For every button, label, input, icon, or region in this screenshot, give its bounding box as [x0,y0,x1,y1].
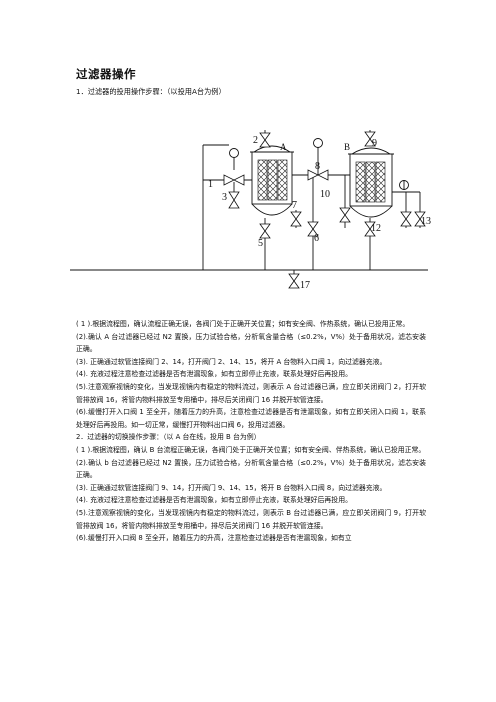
step-a-5: (5).注意观察视镜的变化，当发现视镜内有稳定的物料流过，则表示 A 台过滤器已… [76,382,426,404]
valve-label-8: 8 [315,161,320,172]
valve-1 [223,174,245,186]
filter-b-label: B [344,142,350,152]
step-a-4: (4). 充液过程注意检查过滤器是否有泄漏现象，如有立即停止充液，联系处理好后再… [76,370,352,379]
valve-12 [364,221,376,237]
filter-flow-diagram: 1 2 3 5 6 7 8 9 10 12 13 17 A B [70,130,431,291]
valve-label-3: 3 [222,192,227,203]
step-b-4: (4). 充液过程注意检查过滤器是否有泄漏现象，如有立即停止充液，联系处理好后再… [76,496,352,505]
valve-label-10: 10 [320,189,330,200]
valve-10 [339,207,351,223]
valve-label-5: 5 [258,238,263,249]
valve-label-1: 1 [208,179,213,190]
procedure-text: ( 1 ).根据流程图，确认流程正确无误，各阀门处于正确开关位置；如有安全阀、作… [76,318,426,545]
valve-3 [228,191,240,209]
valve-8 [307,169,329,181]
valve-17 [288,273,300,289]
valve-2 [259,132,271,148]
valve-label-9: 9 [372,138,377,149]
valve-13a [400,211,412,227]
page-title: 过滤器操作 [76,67,136,81]
step-b-3: (3). 正确通过软管连接阀门 9、14，打开阀门 9、14、15，将开 B 台… [76,483,387,492]
filter-a-label: A [280,142,287,152]
valve-label-12: 12 [371,223,381,234]
valve-13 [414,211,426,227]
valve-6 [307,221,319,237]
step-a-1: ( 1 ).根据流程图，确认流程正确无误，各阀门处于正确开关位置；如有安全阀、作… [76,320,410,328]
step-b-5: (5).注意观察视镜的变化，当发现视镜内有稳定的物料流过，则表示 B 台过滤器已… [76,508,426,530]
valve-label-17: 17 [300,280,310,291]
valve-label-6: 6 [314,233,319,244]
valve-5 [259,223,271,239]
valve-label-2: 2 [253,135,258,146]
section-2-heading: 2．过滤器的切换操作步骤：（以 A 台在线，投用 B 台为例） [76,433,261,442]
valve-label-7: 7 [292,200,297,211]
step-a-6: (6).缓慢打开入口阀 1 至全开，随着压力的升高，注意检查过滤器是否有泄漏现象… [76,408,426,429]
valve-7 [290,211,302,227]
step-b-6: (6).缓慢打开入口阀 8 至全开，随着压力的升高，注意检查过滤器是否有泄漏现象… [76,534,352,543]
step-a-3: (3). 正确通过软管连接阀门 2、14，打开阀门 2、14、15，将开 A 台… [76,357,387,366]
valve-9 [364,131,376,147]
valve-label-13: 13 [421,216,431,227]
intro-line: 1．过滤器的投用操作步骤：（以投用A台为例） [76,87,226,96]
step-b-2: (2).确认 b 台过滤器已经过 N2 置换，压力试验合格，分析氧含量合格（≤0… [76,458,426,480]
step-a-2: (2).确认 A 台过滤器已经过 N2 置换，压力试验合格，分析氧含量合格（≤0… [76,332,426,354]
step-b-1: ( 1 ).根据流程图，确认 B 台流程正确无误，各阀门处于正确开关位置；如有安… [76,445,426,454]
